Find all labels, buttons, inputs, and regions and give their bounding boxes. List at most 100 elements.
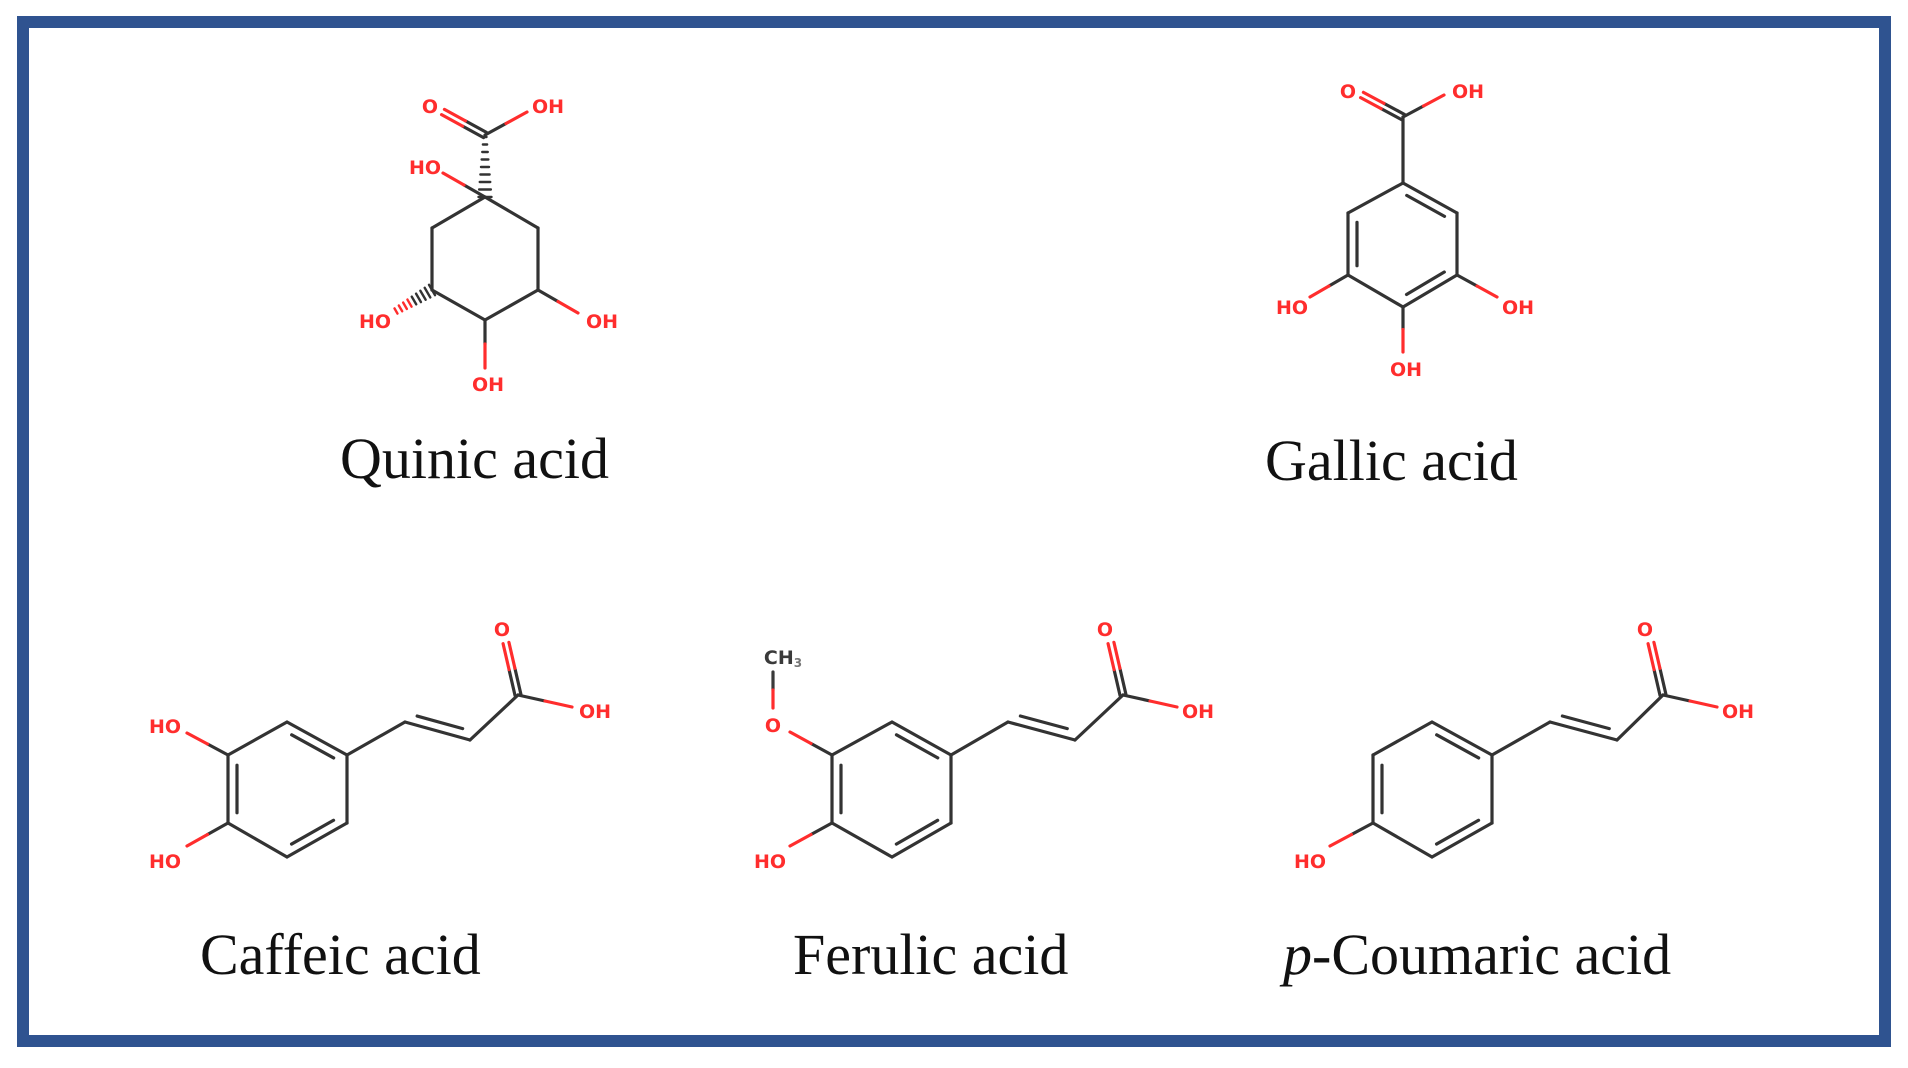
- bond: [1560, 714, 1611, 731]
- bond: [830, 821, 894, 859]
- caption-caffeic-acid: Caffeic acid: [200, 926, 481, 984]
- atom-label-oxygen: OH: [579, 701, 611, 723]
- atom-label-oxygen: OH: [1452, 81, 1484, 103]
- atom-label-oxygen: HO: [754, 851, 786, 873]
- bond: [556, 299, 580, 315]
- bond: [1455, 273, 1479, 288]
- bond: [397, 304, 404, 313]
- bond: [1661, 693, 1692, 703]
- bond: [788, 730, 813, 746]
- bond: [894, 818, 940, 846]
- bond: [1018, 714, 1069, 731]
- bond: [1421, 93, 1446, 108]
- bond: [1361, 90, 1386, 105]
- bond: [1475, 284, 1499, 299]
- bond: [1615, 693, 1665, 742]
- bond: [1490, 720, 1552, 757]
- atom-label-oxygen: OH: [532, 96, 564, 118]
- bond: [427, 283, 437, 297]
- bond: [483, 288, 540, 322]
- bond: [894, 733, 940, 760]
- bond: [423, 286, 432, 299]
- caption-gallic-acid: Gallic acid: [1265, 432, 1518, 490]
- atom-label-oxygen: O: [1340, 81, 1356, 103]
- bond: [1346, 273, 1405, 309]
- atom-label-oxygen: HO: [409, 157, 441, 179]
- caption-text: Quinic acid: [340, 426, 609, 491]
- bond: [415, 714, 465, 731]
- bond: [788, 832, 813, 848]
- bond: [285, 720, 349, 757]
- caption-text: Ferulic acid: [793, 922, 1069, 987]
- bond: [1073, 693, 1125, 742]
- bond: [403, 720, 472, 742]
- caption-text: Gallic acid: [1265, 428, 1518, 493]
- atom-label-oxygen: HO: [149, 851, 181, 873]
- atom-label-oxygen: O: [765, 715, 781, 737]
- caption-quinic-acid: Quinic acid: [340, 430, 609, 488]
- bond: [1148, 699, 1179, 709]
- bond: [1121, 693, 1152, 703]
- bond: [401, 301, 409, 311]
- bond: [1435, 733, 1481, 760]
- bond: [460, 124, 486, 140]
- structure-caffeic-acid: O OH HO HO: [149, 619, 611, 873]
- bond: [949, 720, 1010, 757]
- bond: [483, 121, 508, 137]
- atom-label-methyl: CH3: [764, 647, 802, 670]
- bond: [1371, 720, 1434, 757]
- bond: [1652, 668, 1662, 698]
- bond: [890, 821, 953, 859]
- bond: [414, 292, 423, 304]
- bond: [890, 720, 953, 757]
- bond: [185, 832, 210, 848]
- bond: [430, 288, 487, 322]
- atom-label-oxygen: HO: [149, 716, 181, 738]
- bond: [1434, 818, 1481, 846]
- bond: [1308, 284, 1331, 299]
- bond: [1401, 273, 1459, 309]
- bond: [1401, 104, 1426, 119]
- bond: [501, 642, 511, 672]
- bond: [410, 295, 418, 306]
- atom-label-oxygen: O: [494, 619, 510, 641]
- bond: [205, 742, 230, 757]
- bond: [1118, 666, 1128, 696]
- atom-label-oxygen: OH: [586, 311, 618, 333]
- bond: [536, 288, 560, 304]
- bond: [516, 693, 547, 703]
- caption-text: Caffeic acid: [200, 922, 481, 987]
- bond: [1112, 640, 1122, 670]
- bond: [1346, 181, 1405, 215]
- bond: [226, 720, 289, 757]
- bond: [1548, 720, 1619, 742]
- atom-label-oxygen: O: [1097, 619, 1113, 641]
- bond: [289, 818, 336, 846]
- atom-label-oxygen: HO: [1294, 851, 1326, 873]
- bond: [442, 107, 468, 123]
- bond: [468, 693, 520, 742]
- caption-p-coumaric-acid: p-Coumaric acid: [1283, 926, 1671, 984]
- bond: [507, 640, 517, 670]
- bond: [1382, 101, 1407, 116]
- bond: [1652, 640, 1662, 670]
- bond: [439, 113, 465, 128]
- bond: [543, 699, 574, 709]
- bond: [406, 298, 413, 308]
- bond: [226, 821, 289, 859]
- atom-label-oxygen: HO: [359, 311, 391, 333]
- bond: [1688, 699, 1719, 709]
- bond: [463, 119, 489, 134]
- bond: [290, 733, 336, 760]
- bond: [393, 307, 399, 315]
- bond: [1401, 181, 1459, 215]
- bond: [345, 720, 407, 757]
- bond: [504, 110, 529, 126]
- bond: [205, 821, 230, 837]
- bond: [1430, 821, 1494, 859]
- bond: [1106, 642, 1116, 672]
- bond: [507, 668, 517, 698]
